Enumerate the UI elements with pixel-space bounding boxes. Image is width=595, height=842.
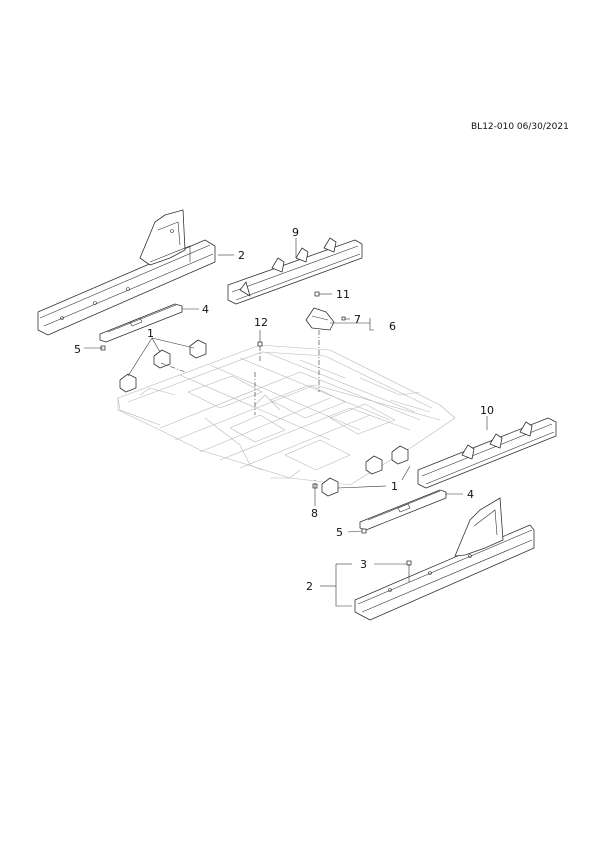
callout-6: 6 <box>389 320 396 333</box>
small-brackets-left <box>119 339 207 393</box>
callout-8: 8 <box>311 507 318 520</box>
callout-11: 11 <box>336 288 350 301</box>
sill-reinforcement-lower <box>359 489 447 531</box>
cross-member-lower <box>417 417 557 489</box>
callout-7: 7 <box>354 313 361 326</box>
diagram-reference-code: BL12-010 06/30/2021 <box>471 122 569 132</box>
callout-3: 3 <box>360 558 367 571</box>
bolt-11 <box>314 291 320 297</box>
callout-2-upper: 2 <box>238 249 245 262</box>
callout-labels: 2 4 5 1 9 11 7 6 12 10 1 4 8 5 3 2 <box>74 226 494 593</box>
callout-5-upper: 5 <box>74 343 81 356</box>
callout-5-lower: 5 <box>336 526 343 539</box>
callout-4-upper: 4 <box>202 303 209 316</box>
callout-4-lower: 4 <box>467 488 474 501</box>
bolt-7 <box>341 316 346 321</box>
callout-1-upper: 1 <box>147 327 154 340</box>
callout-10: 10 <box>480 404 494 417</box>
callout-12: 12 <box>254 316 268 329</box>
callout-1-lower: 1 <box>391 480 398 493</box>
bolt-12 <box>257 341 263 347</box>
callout-2-lower: 2 <box>306 580 313 593</box>
sill-reinforcement-upper <box>99 303 183 343</box>
rocker-panel-upper <box>37 209 216 336</box>
cross-member-upper <box>227 237 363 305</box>
alignment-lines <box>160 330 320 488</box>
rocker-panel-lower <box>354 497 535 621</box>
leader-lines <box>84 238 488 607</box>
callout-9: 9 <box>292 226 299 239</box>
floor-pan-ghost <box>117 344 456 486</box>
bolt-5-lower <box>361 528 367 534</box>
small-brackets-lower <box>321 445 409 497</box>
